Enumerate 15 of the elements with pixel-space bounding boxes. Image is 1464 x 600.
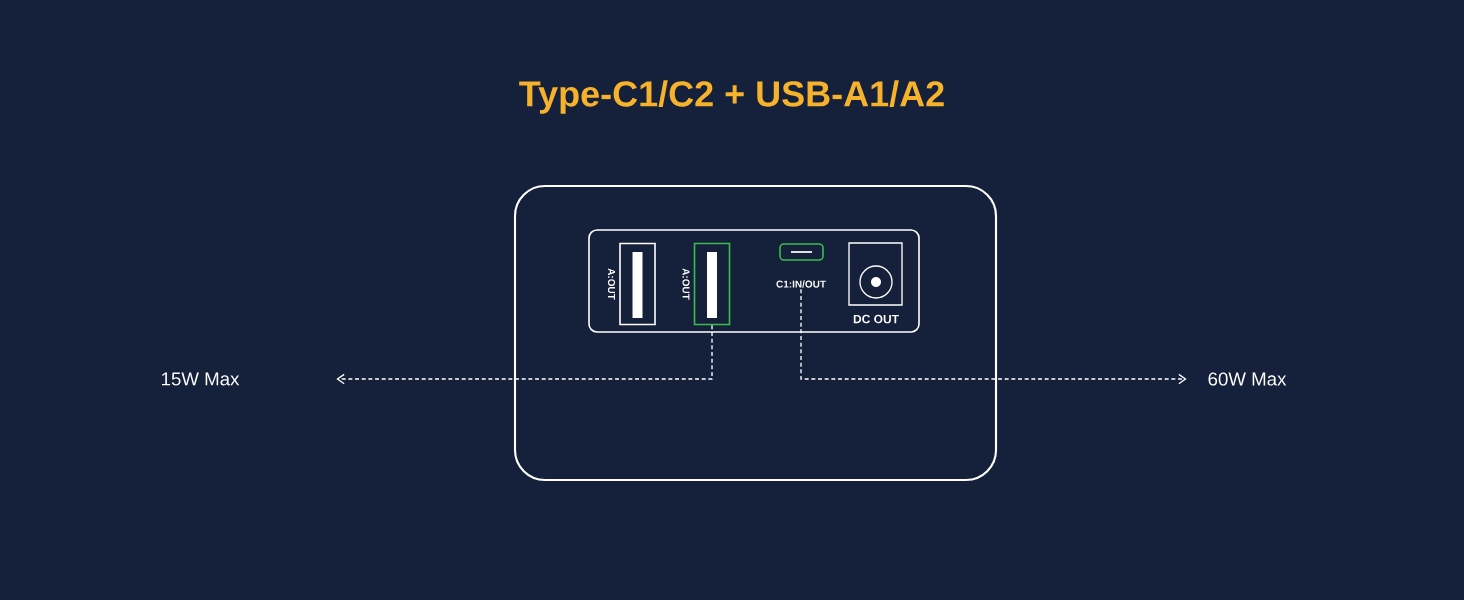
- dashed-arrow: [800, 288, 1187, 385]
- port-panel: [588, 229, 920, 333]
- node-label: A:OUT: [682, 268, 690, 300]
- power-label: 15W Max: [162, 372, 240, 386]
- title: Type-C1/C2 + USB-A1/A2: [519, 80, 944, 114]
- device-body: [513, 184, 998, 482]
- power-label: 60W Max: [1208, 372, 1287, 386]
- node-label: A:OUT: [607, 268, 616, 300]
- node-label: C1:IN/OUT: [776, 280, 826, 288]
- usb-port: A:OUT: [607, 242, 656, 326]
- dc-port: DC OUT: [848, 242, 903, 324]
- usb-c-port: C1:IN/OUT: [776, 243, 826, 288]
- node-label: DC OUT: [853, 314, 899, 324]
- usb-port: A:OUT: [682, 242, 731, 326]
- dashed-arrow: [336, 324, 713, 385]
